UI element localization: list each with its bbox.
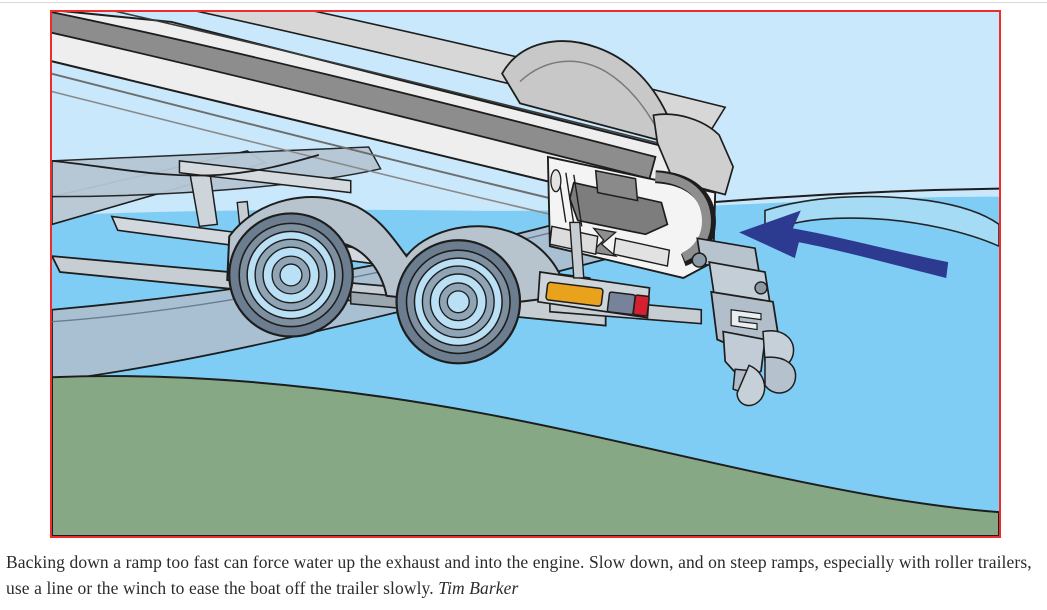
page-top-divider: [0, 2, 1047, 3]
trailer-light-bar: [537, 221, 651, 319]
engine-valve-cover: [594, 169, 639, 202]
caption-credit: Tim Barker: [438, 578, 519, 598]
engine-lower-block: [612, 237, 671, 267]
trailer-bunk-board: [178, 160, 352, 194]
trailer-wheel-front: [228, 212, 354, 338]
engine-belt-lines: [550, 169, 583, 227]
stern-drive-pivot-bolt: [691, 252, 707, 268]
waterline-front: [52, 154, 320, 177]
caption-text: Backing down a ramp too fast can force w…: [6, 552, 1032, 598]
figure-caption: Backing down a ramp too fast can force w…: [6, 549, 1041, 601]
taillight-housing-gray: [606, 291, 636, 316]
propeller: [736, 330, 797, 407]
stern-drive-vent: [730, 309, 762, 331]
trailer-wheel-rear: [395, 239, 522, 365]
boat-windshield-inner-line: [519, 60, 661, 134]
boat-hull-chine-line: [52, 72, 610, 214]
light-bar-strut: [569, 221, 585, 279]
illustration-figure: [50, 10, 1001, 538]
taillight-amber: [545, 281, 604, 307]
boat-deck: [196, 12, 735, 196]
exhaust-hose-fill: [655, 172, 711, 262]
engine-funnel-detail: [590, 227, 618, 258]
stern-drive: [691, 237, 797, 407]
boat-topside-line: [115, 12, 690, 152]
taillight-red: [632, 294, 650, 317]
stern-wave: [764, 195, 999, 248]
water-flow-arrow: [739, 210, 949, 278]
shoreline: [52, 375, 999, 536]
boat-ramp-illustration: [52, 12, 999, 536]
boat-hull-chine-line-2: [52, 90, 620, 232]
engine-compartment: [546, 155, 717, 279]
stern-drive-bolt-2: [754, 281, 768, 295]
